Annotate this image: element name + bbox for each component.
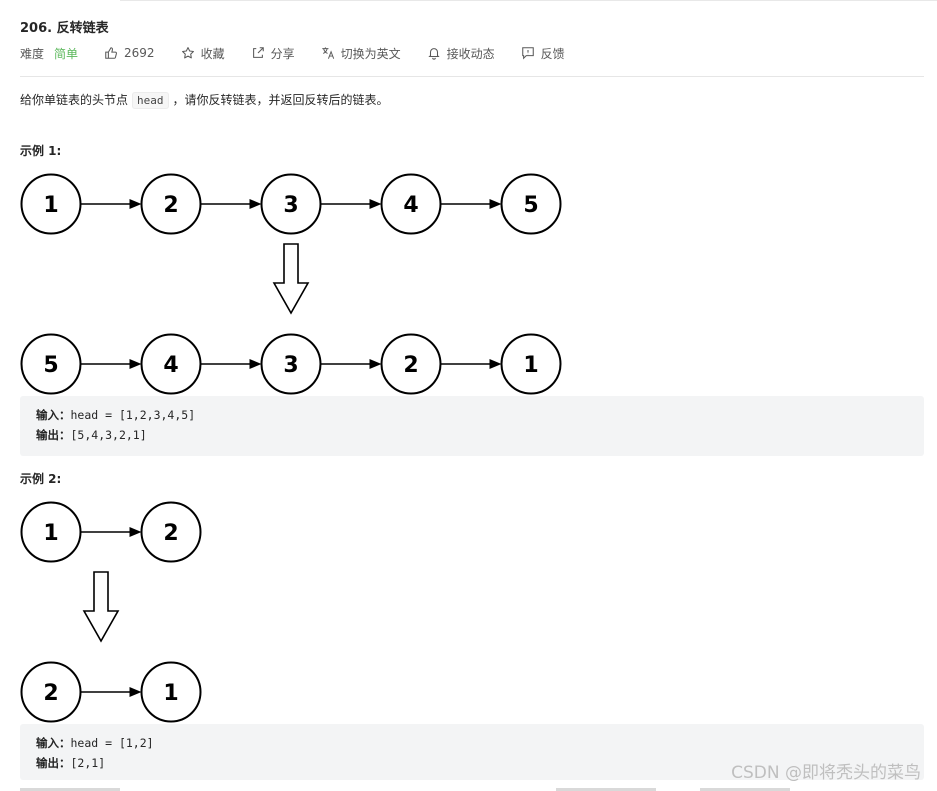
ex1-output-node-label: 5 — [43, 353, 58, 378]
ex2-input-node-label: 1 — [43, 521, 58, 546]
thumbs-up-icon — [104, 46, 118, 60]
ex1-output-node — [260, 333, 322, 395]
ex1-output-node — [380, 333, 442, 395]
ex1-input-node-label: 3 — [283, 193, 298, 218]
difficulty-label: 难度 — [20, 46, 45, 61]
ex1-input-node-label: 4 — [403, 193, 418, 218]
header-divider — [20, 76, 924, 77]
example-1-output-label: 输出： — [36, 428, 71, 442]
ex1-output-node — [20, 333, 82, 395]
ex1-input-node-label: 2 — [163, 193, 178, 218]
ex1-input-node — [260, 173, 322, 235]
example-2-input-value: head = [1,2] — [70, 736, 154, 750]
example-1-title: 示例 1: — [20, 144, 62, 158]
ex1-input-node-label: 5 — [523, 193, 538, 218]
like-button[interactable]: 2692 — [104, 46, 155, 60]
ex1-input-arrow-head — [129, 199, 142, 209]
ex2-output-arrow-head — [129, 687, 142, 697]
ex1-output-arrow-head — [489, 359, 502, 369]
ex2-input-node — [20, 501, 82, 563]
example-2-io-box: 输入：head = [1,2] 输出：[2,1] — [20, 724, 924, 780]
ex2-output-node — [140, 661, 202, 723]
ex1-output-arrow-head — [129, 359, 142, 369]
ex1-output-arrow-head — [249, 359, 262, 369]
top-rule — [120, 0, 937, 1]
example-1-input-line: 输入：head = [1,2,3,4,5] — [36, 407, 195, 423]
ex1-input-arrow-head — [369, 199, 382, 209]
ex2-input-node — [140, 501, 202, 563]
ex1-input-node — [140, 173, 202, 235]
example-2-output-value: [2,1] — [70, 756, 106, 770]
example-2-input-label: 输入： — [36, 736, 71, 750]
ex1-input-arrow-head — [489, 199, 502, 209]
favorite-label: 收藏 — [200, 46, 225, 61]
ex1-input-arrow-head — [249, 199, 262, 209]
star-icon — [181, 46, 195, 60]
switch-language-button[interactable]: 切换为英文 — [321, 45, 401, 62]
ex1-output-node — [500, 333, 562, 395]
bottom-edge-stub — [556, 788, 656, 791]
bell-icon — [427, 46, 441, 60]
ex2-output-node — [20, 661, 82, 723]
ex2-input-arrow-head — [129, 527, 142, 537]
ex1-input-node — [20, 173, 82, 235]
notify-button[interactable]: 接收动态 — [427, 45, 495, 62]
ex1-output-node-label: 3 — [283, 353, 298, 378]
example-1-input-value: head = [1,2,3,4,5] — [70, 408, 196, 422]
bottom-edge-stub — [700, 788, 790, 791]
difficulty-badge: 简单 — [54, 46, 79, 61]
example-1-output-line: 输出：[5,4,3,2,1] — [36, 427, 147, 443]
example-2-title: 示例 2: — [20, 472, 62, 486]
translate-icon — [321, 46, 335, 60]
ex1-input-node — [380, 173, 442, 235]
example-2-output-label: 输出： — [36, 756, 71, 770]
ex1-output-node-label: 2 — [403, 353, 418, 378]
example-2-diagram: 1 2 2 1 — [20, 501, 202, 723]
share-icon — [251, 46, 265, 60]
inline-code-head: head — [132, 92, 169, 109]
example-1-output-value: [5,4,3,2,1] — [70, 428, 147, 442]
share-label: 分享 — [270, 46, 295, 61]
ex1-output-node — [140, 333, 202, 395]
ex2-input-node-label: 2 — [163, 521, 178, 546]
example-1-io-box: 输入：head = [1,2,3,4,5] 输出：[5,4,3,2,1] — [20, 396, 924, 456]
problem-meta-bar: 难度 简单 2692 收藏 分享 切换为英文 接收动态 反馈 — [20, 44, 565, 62]
description-text-after: ，请你反转链表，并返回反转后的链表。 — [172, 93, 389, 107]
feedback-icon — [521, 46, 535, 60]
reverse-arrow — [272, 243, 310, 315]
ex1-output-node-label: 4 — [163, 353, 178, 378]
example-2-input-line: 输入：head = [1,2] — [36, 735, 154, 751]
like-count: 2692 — [124, 46, 155, 60]
example-1-input-label: 输入： — [36, 408, 71, 422]
ex1-output-arrow-head — [369, 359, 382, 369]
ex2-output-node-label: 2 — [43, 681, 58, 706]
share-button[interactable]: 分享 — [251, 45, 295, 62]
ex1-input-node — [500, 173, 562, 235]
example-2-output-line: 输出：[2,1] — [36, 755, 105, 771]
reverse-arrow — [82, 571, 120, 643]
bottom-edge-stub — [20, 788, 120, 791]
feedback-label: 反馈 — [540, 46, 565, 61]
ex1-input-node-label: 1 — [43, 193, 58, 218]
description-text-before: 给你单链表的头节点 — [20, 93, 129, 107]
ex1-output-node-label: 1 — [523, 353, 538, 378]
notify-label: 接收动态 — [446, 46, 495, 61]
ex2-output-node-label: 1 — [163, 681, 178, 706]
example-1-diagram: 1 2 3 4 5 5 4 3 2 1 — [20, 173, 562, 395]
watermark: CSDN @即将秃头的菜鸟 — [731, 763, 921, 783]
problem-title: 206. 反转链表 — [20, 21, 109, 36]
switch-language-label: 切换为英文 — [340, 46, 401, 61]
feedback-button[interactable]: 反馈 — [521, 45, 565, 62]
favorite-button[interactable]: 收藏 — [181, 45, 225, 62]
